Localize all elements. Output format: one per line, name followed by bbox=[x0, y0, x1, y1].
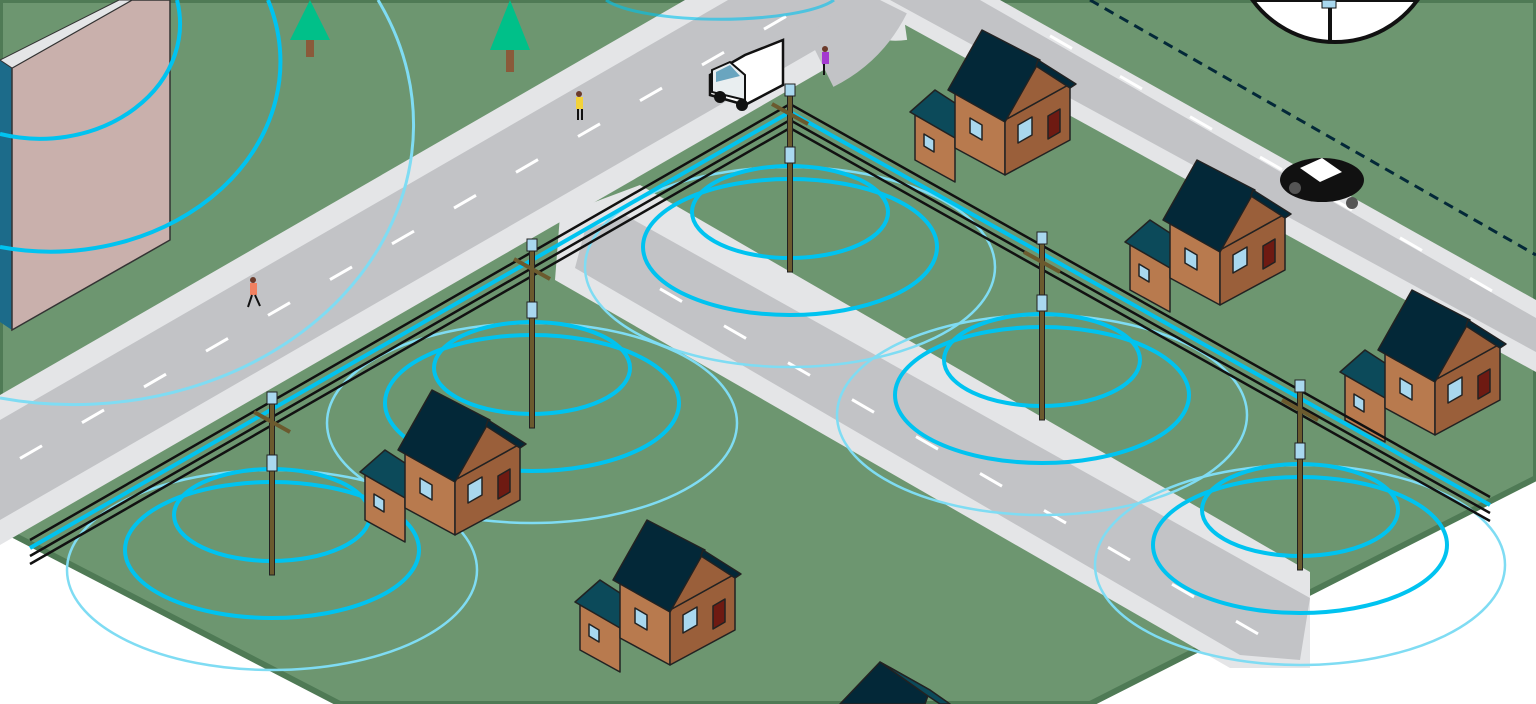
wireless-node-icon bbox=[526, 301, 538, 319]
utility-pole-icon bbox=[253, 391, 291, 576]
wireless-node-icon bbox=[266, 454, 278, 472]
lane-dash bbox=[659, 287, 683, 303]
middle-road bbox=[555, 185, 1310, 668]
lane-dash bbox=[1189, 115, 1213, 131]
tower-coverage bbox=[0, 0, 835, 407]
lane-dash bbox=[1107, 546, 1131, 562]
house-icon bbox=[359, 389, 527, 543]
lane-dash bbox=[851, 398, 875, 414]
door bbox=[497, 468, 511, 500]
lane-dash bbox=[915, 435, 939, 451]
window bbox=[1447, 376, 1463, 404]
lane-dash bbox=[787, 361, 811, 377]
house-icon bbox=[1339, 289, 1507, 443]
wireless-node-icon bbox=[1036, 294, 1048, 312]
crossarm bbox=[1281, 398, 1319, 422]
roof bbox=[1377, 289, 1471, 383]
lane-dash bbox=[81, 408, 105, 424]
tree-icon bbox=[290, 0, 330, 57]
roof bbox=[612, 519, 706, 613]
utility-poles bbox=[253, 83, 1319, 576]
wireless-node-icon bbox=[266, 391, 278, 405]
car-icon bbox=[1280, 158, 1364, 209]
pedestrian-icon bbox=[247, 277, 261, 308]
lane-markings bbox=[19, 15, 1493, 636]
lane-dash bbox=[1235, 619, 1259, 636]
window bbox=[1399, 377, 1413, 401]
door bbox=[1477, 368, 1491, 400]
wireless-node-icon bbox=[1294, 379, 1306, 393]
wireless-node-icon bbox=[784, 83, 796, 97]
lane-dash bbox=[143, 372, 167, 389]
wireless-node-icon bbox=[526, 238, 538, 252]
lane-dash bbox=[329, 265, 353, 281]
pedestrian-icon bbox=[576, 91, 583, 120]
lane-dash bbox=[1399, 236, 1423, 252]
lane-dash bbox=[1171, 582, 1195, 599]
wireless-node-icon bbox=[1036, 231, 1048, 245]
window bbox=[419, 477, 433, 501]
van-icon bbox=[708, 38, 785, 111]
window bbox=[1353, 393, 1365, 413]
lane-dash bbox=[1259, 155, 1283, 172]
lane-dash bbox=[1119, 74, 1143, 91]
door bbox=[1262, 238, 1276, 270]
window bbox=[923, 133, 935, 153]
roof bbox=[1162, 159, 1256, 253]
window bbox=[1232, 246, 1248, 274]
window bbox=[588, 623, 600, 643]
utility-pole-icon bbox=[1281, 379, 1319, 571]
house-icon bbox=[839, 661, 951, 704]
roof bbox=[947, 29, 1041, 123]
house-icon bbox=[909, 29, 1077, 183]
tree-icon bbox=[490, 0, 530, 72]
lane-dash bbox=[1043, 509, 1067, 525]
lane-dash bbox=[701, 50, 725, 67]
lane-dash bbox=[267, 301, 291, 317]
magnifier-callout-icon bbox=[1250, 0, 1420, 44]
lane-dash bbox=[1469, 276, 1493, 293]
lane-dash bbox=[391, 229, 415, 246]
lane-dash bbox=[763, 15, 787, 31]
lane-dash bbox=[1049, 34, 1073, 50]
lane-dash bbox=[453, 194, 477, 210]
window bbox=[682, 606, 698, 634]
crossarm bbox=[513, 257, 551, 281]
crossarm bbox=[1023, 250, 1061, 274]
cell-tower-building-icon bbox=[0, 0, 171, 332]
utility-pole-icon bbox=[771, 83, 809, 273]
pedestrian-icon bbox=[822, 46, 829, 75]
wireless-node-icon bbox=[1294, 442, 1306, 460]
crossarm bbox=[253, 410, 291, 434]
wireless-node-icon bbox=[784, 146, 796, 164]
lane-dash bbox=[577, 122, 601, 138]
house-icon bbox=[574, 519, 742, 673]
door bbox=[1047, 108, 1061, 140]
roof bbox=[879, 661, 951, 704]
window bbox=[1184, 247, 1198, 271]
window bbox=[467, 476, 483, 504]
lane-dash bbox=[979, 472, 1003, 488]
main-road bbox=[0, 0, 945, 545]
lane-dash bbox=[639, 86, 663, 103]
lane-dash bbox=[205, 337, 229, 353]
crossarm bbox=[771, 102, 809, 126]
lane-dash bbox=[19, 444, 43, 460]
utility-pole-icon bbox=[513, 238, 551, 429]
boundary-dashed-line bbox=[1089, 0, 1536, 257]
utility-pole-icon bbox=[1023, 231, 1061, 421]
houses bbox=[359, 29, 1507, 704]
window bbox=[1017, 116, 1033, 144]
lane-dash bbox=[723, 324, 747, 340]
window bbox=[969, 117, 983, 141]
window bbox=[634, 607, 648, 631]
door bbox=[712, 598, 726, 630]
lane-dash bbox=[515, 158, 539, 174]
window bbox=[1138, 263, 1150, 283]
window bbox=[373, 493, 385, 513]
house-icon bbox=[1124, 159, 1292, 313]
roof bbox=[397, 389, 491, 483]
